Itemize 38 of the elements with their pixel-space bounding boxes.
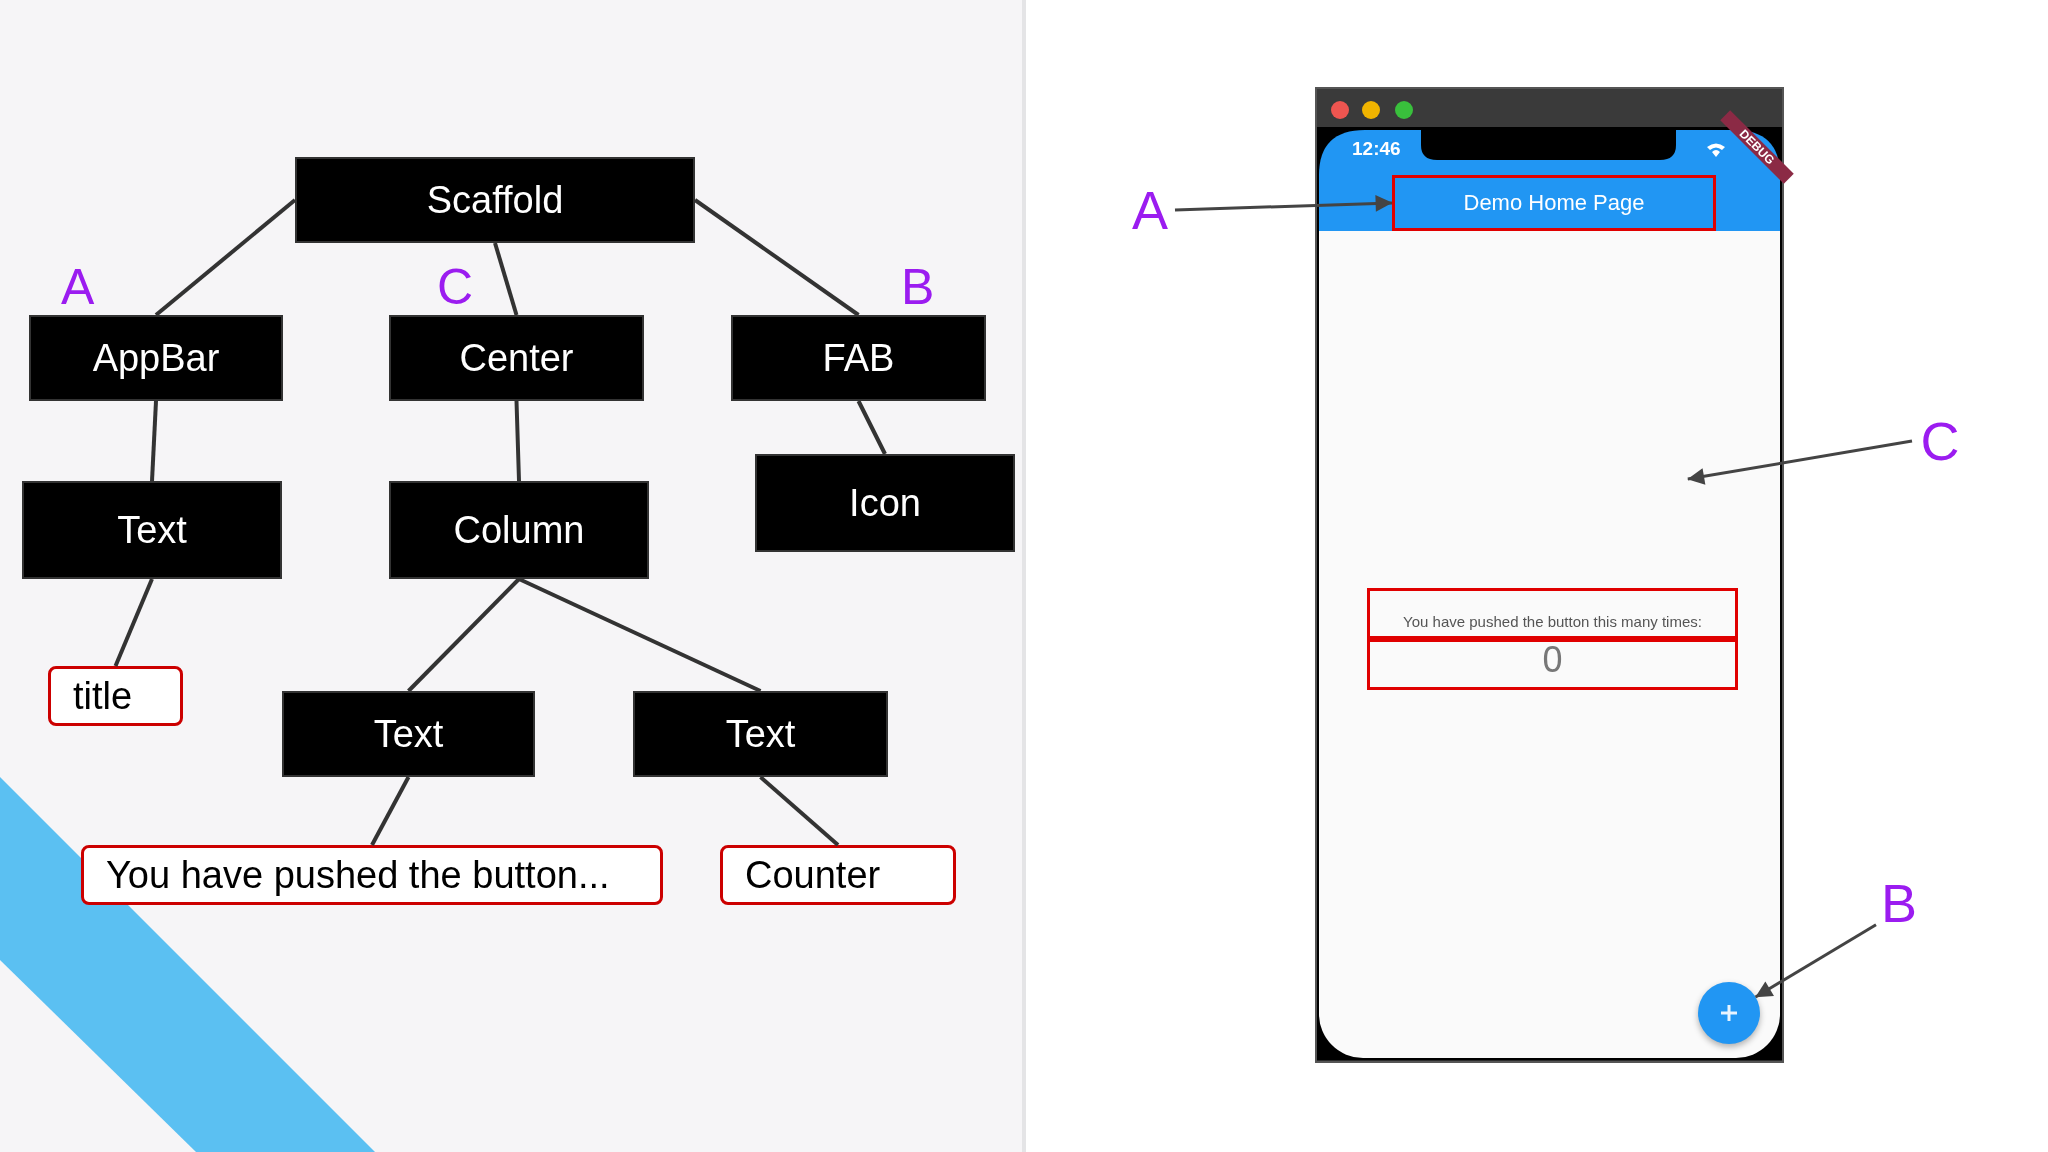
arrow xyxy=(1174,195,1393,212)
callout-letter: C xyxy=(437,262,474,312)
node-label: FAB xyxy=(822,336,895,380)
tree-line xyxy=(370,776,411,846)
callout-letter: C xyxy=(1912,410,1968,472)
tree-line xyxy=(693,198,860,317)
node-label: Center xyxy=(459,336,574,380)
tree-node: Text xyxy=(633,691,888,777)
tree-line xyxy=(856,400,887,455)
tree-line xyxy=(759,775,840,847)
arrow xyxy=(1754,923,1877,999)
callout-letter: A xyxy=(61,262,95,312)
tree-line xyxy=(493,242,519,316)
arrow xyxy=(1687,439,1913,485)
highlight-box: You have pushed the button this many times: xyxy=(1367,588,1738,639)
property-box: title xyxy=(48,666,183,726)
tree-line xyxy=(150,400,158,482)
property-box: You have pushed the button... xyxy=(81,845,663,905)
tree-node: Column xyxy=(389,481,649,579)
highlight-box: 0 xyxy=(1367,639,1738,690)
callout-letter: B xyxy=(901,262,935,312)
highlight-box: Demo Home Page xyxy=(1392,175,1716,231)
tree-node: Text xyxy=(282,691,535,777)
tree-line xyxy=(113,578,154,667)
tree-line xyxy=(518,577,762,693)
tree-line xyxy=(514,400,521,482)
tree-line xyxy=(407,577,521,693)
tree-node: Icon xyxy=(755,454,1015,552)
fab-circle xyxy=(1698,982,1760,1044)
tree-line xyxy=(154,198,297,317)
tree-node: Scaffold xyxy=(295,157,695,243)
tree-node: Text xyxy=(22,481,282,579)
callout-letter: B xyxy=(1876,872,1922,934)
property-box: Counter xyxy=(720,845,956,905)
node-label: AppBar xyxy=(92,336,220,380)
screen-body xyxy=(1319,231,1780,1058)
callout-letter: A xyxy=(1125,180,1175,240)
time-text: 12:46 xyxy=(1352,138,1401,160)
